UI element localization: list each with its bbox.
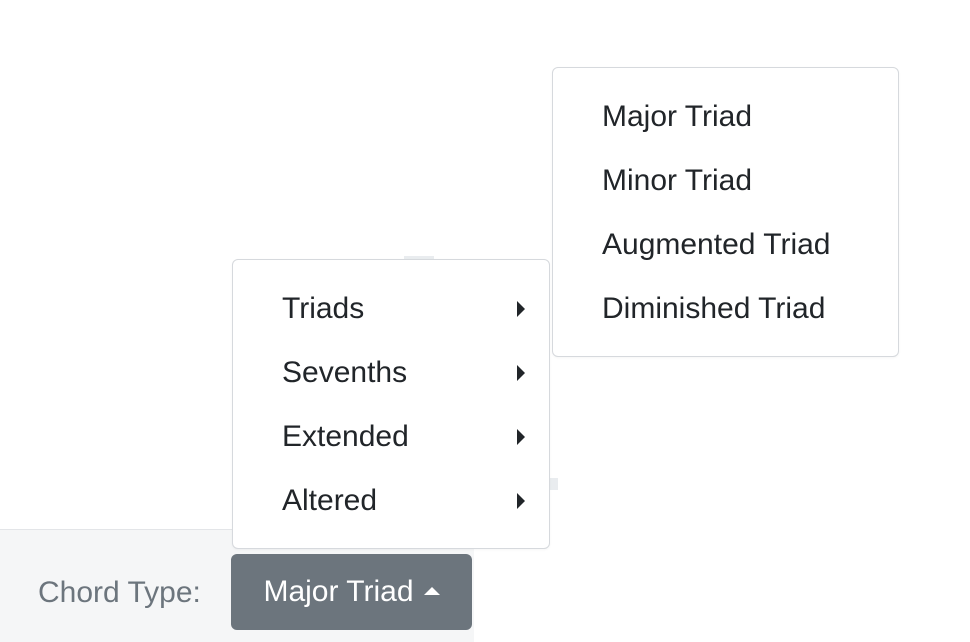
menu-item-label: Altered [282, 484, 378, 517]
caret-up-icon [423, 587, 440, 595]
caret-right-icon [517, 429, 525, 445]
chord-type-label: Chord Type: [38, 576, 201, 609]
submenu-item-label: Minor Triad [602, 164, 753, 197]
submenu-item-label: Augmented Triad [602, 228, 831, 261]
selected-chord-label: Major Triad [263, 575, 414, 608]
chord-type-dropdown-button[interactable]: Major Triad [231, 554, 472, 630]
caret-right-icon [517, 301, 525, 317]
submenu-item-label: Diminished Triad [602, 292, 826, 325]
menu-item-triads[interactable]: Triads [233, 277, 549, 341]
caret-right-icon [517, 493, 525, 509]
submenu-item-major-triad[interactable]: Major Triad [553, 85, 898, 149]
chord-category-menu: Triads Sevenths Extended Altered [232, 259, 550, 549]
menu-item-extended[interactable]: Extended [233, 405, 549, 469]
menu-item-label: Sevenths [282, 356, 408, 389]
submenu-item-diminished-triad[interactable]: Diminished Triad [553, 277, 898, 341]
submenu-item-label: Major Triad [602, 100, 753, 133]
caret-right-icon [517, 365, 525, 381]
submenu-item-minor-triad[interactable]: Minor Triad [553, 149, 898, 213]
menu-item-label: Triads [282, 292, 365, 325]
menu-item-sevenths[interactable]: Sevenths [233, 341, 549, 405]
background-fragment [404, 256, 434, 259]
submenu-item-augmented-triad[interactable]: Augmented Triad [553, 213, 898, 277]
triads-submenu: Major Triad Minor Triad Augmented Triad … [552, 67, 899, 357]
menu-item-altered[interactable]: Altered [233, 469, 549, 533]
menu-item-label: Extended [282, 420, 409, 453]
background-fragment [549, 478, 558, 490]
